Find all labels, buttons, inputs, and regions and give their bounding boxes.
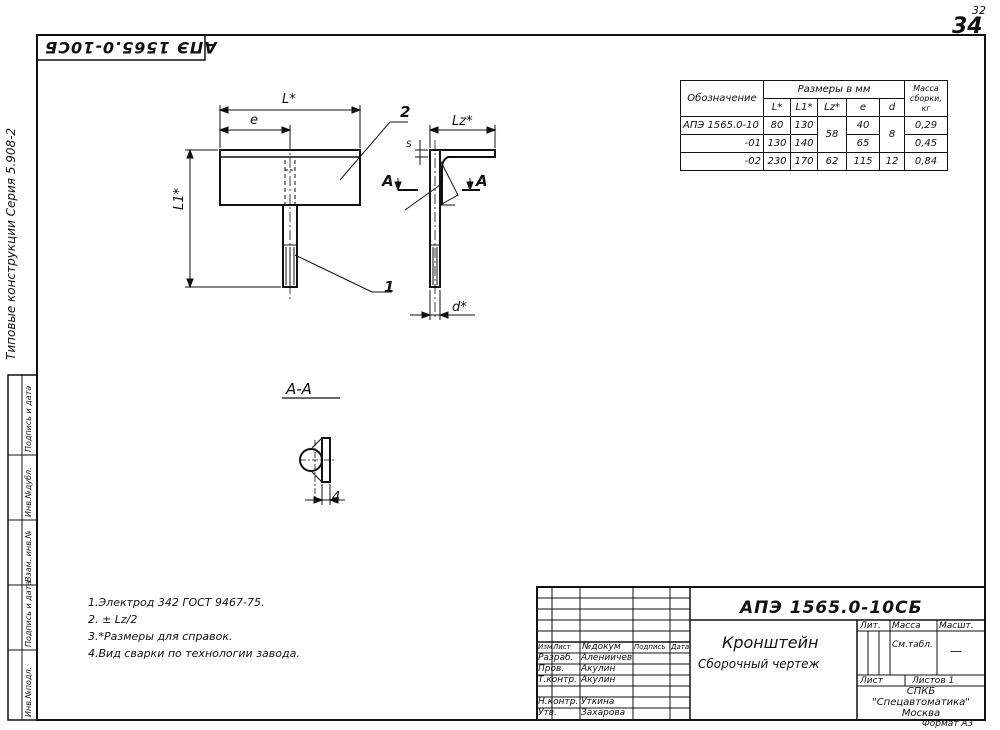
col-L1: L1* bbox=[790, 98, 818, 117]
dim-L1-label: L1* bbox=[172, 187, 187, 210]
sheet-number: 34 bbox=[952, 14, 983, 39]
name-approver: Захарова bbox=[581, 708, 626, 718]
role-checker: Пров. bbox=[538, 664, 565, 674]
side-field-dup-inv: Инв.№дубл. bbox=[24, 467, 33, 517]
notes: 1.Электрод 342 ГОСТ 9467-75. 2. ± Lz/2 3… bbox=[88, 594, 300, 662]
format-label: Формат А3 bbox=[922, 719, 974, 729]
note-4: 4.Вид сварки по технологии завода. bbox=[88, 647, 300, 660]
org-line-1: СПКБ bbox=[906, 686, 936, 697]
dim-L-label: L* bbox=[282, 92, 296, 107]
role-norm-control: Н.контр. bbox=[538, 697, 579, 707]
col-d: d bbox=[879, 98, 905, 117]
dim-e-label: e bbox=[250, 113, 258, 128]
section-dim: 4 bbox=[332, 490, 341, 505]
col-L: L* bbox=[763, 98, 791, 117]
note-3: 3.*Размеры для справок. bbox=[88, 630, 233, 643]
hdr-sign: Подпись bbox=[634, 643, 666, 651]
org-block: СПКБ "Спецавтоматика" Москва bbox=[858, 686, 984, 719]
series-text: Типовые конструкции Серия 5.908-2 bbox=[4, 127, 18, 360]
spec-table: Обозначение Размеры в мм Масса сборки, к… bbox=[680, 80, 948, 171]
title-doc-type: Сборочный чертеж bbox=[698, 657, 820, 671]
header-mass: Масса сборки, кг bbox=[904, 80, 948, 117]
name-developer: Алениичева bbox=[581, 653, 633, 663]
note-1: 1.Электрод 342 ГОСТ 9467-75. bbox=[88, 596, 265, 609]
org-line-2: "Спецавтоматика" bbox=[872, 697, 970, 708]
hdr-list: Лист bbox=[553, 643, 571, 651]
name-norm-control: Уткина bbox=[581, 697, 615, 707]
dim-Lz-label: Lz* bbox=[452, 114, 473, 129]
dim-d-label: d* bbox=[452, 300, 467, 315]
page-number: 32 bbox=[972, 4, 986, 17]
title-name: Кронштейн bbox=[722, 633, 819, 652]
col-e: e bbox=[846, 98, 880, 117]
front-view bbox=[185, 105, 408, 300]
title-block-lines bbox=[536, 586, 986, 721]
mass-value: См.табл. bbox=[892, 640, 933, 650]
name-checker: Акулин bbox=[581, 664, 616, 674]
header-designation: Обозначение bbox=[680, 80, 764, 117]
hdr-date: Дата bbox=[671, 643, 690, 651]
sheet-label: Лист bbox=[860, 676, 883, 686]
section-title: А-А bbox=[286, 380, 312, 398]
role-approver: Утв. bbox=[538, 708, 557, 718]
hdr-izm: Изм bbox=[538, 643, 552, 651]
note-2: 2. ± Lz/2 bbox=[88, 613, 138, 626]
dim-s-label: S bbox=[406, 140, 412, 150]
table-row: -01 130 140 65 0,45 bbox=[680, 134, 948, 153]
table-row: АПЭ 1565.0-10 80 130 58 40 8 0,29 bbox=[680, 116, 948, 153]
header-sizes: Размеры в мм bbox=[763, 80, 905, 99]
lit-label: Лит. bbox=[860, 621, 881, 631]
callout-1: 1 bbox=[384, 278, 395, 296]
col-Lz: Lz* bbox=[817, 98, 847, 117]
section-a-a bbox=[282, 397, 345, 505]
mass-label: Масса bbox=[892, 621, 921, 631]
name-tech-control: Акулин bbox=[581, 675, 616, 685]
cut-a-left-label: А bbox=[382, 172, 394, 190]
side-field-orig-inv: Инв.№подл. bbox=[24, 666, 33, 717]
scale-label: Масшт. bbox=[939, 621, 974, 631]
side-field-sign-date-1: Подпись и дата bbox=[24, 385, 33, 452]
scale-value: — bbox=[950, 644, 962, 658]
sheets-label: Листов 1 bbox=[912, 676, 955, 686]
side-view bbox=[394, 125, 497, 320]
callout-2: 2 bbox=[400, 103, 411, 121]
mirrored-code: АПЭ 1565.0-10СБ bbox=[44, 38, 217, 57]
table-row: -02 230 170 62 115 12 0,84 bbox=[680, 152, 948, 171]
side-field-sign-date-2: Подпись и дата bbox=[24, 580, 33, 647]
hdr-ndoc: №докум bbox=[582, 642, 621, 652]
role-tech-control: Т.контр. bbox=[538, 675, 578, 685]
role-developer: Разраб. bbox=[538, 653, 574, 663]
side-field-repl-inv: Взам. инв.№ bbox=[24, 530, 33, 582]
org-line-3: Москва bbox=[901, 708, 941, 719]
cut-a-right-label: А bbox=[476, 172, 488, 190]
title-doc-code: АПЭ 1565.0-10СБ bbox=[740, 598, 923, 618]
